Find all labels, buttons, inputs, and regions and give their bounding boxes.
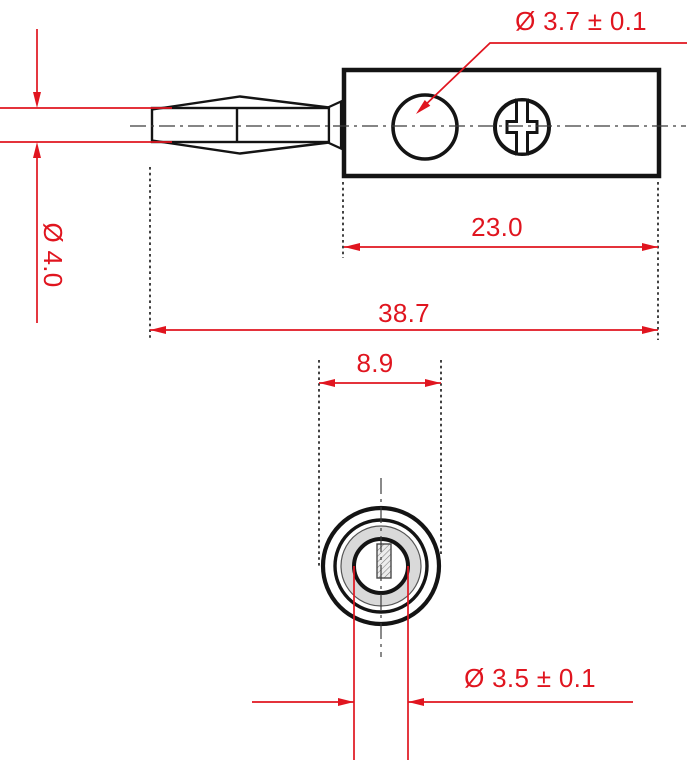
extension-lines xyxy=(149,167,659,567)
dimension-lines xyxy=(0,29,687,760)
label-pin-diameter: Ø 4.0 xyxy=(38,222,68,287)
pin-collar xyxy=(327,99,343,151)
dim-hole-leader xyxy=(418,42,687,112)
thread-hatch xyxy=(376,543,392,579)
dim-pin-diameter xyxy=(0,29,172,323)
centerlines xyxy=(130,125,686,657)
label-overall-length: 38.7 xyxy=(378,298,430,328)
dimension-arrowheads xyxy=(33,92,658,706)
dim-bore-diameter xyxy=(252,566,633,760)
dimension-labels: Ø 3.7 ± 0.1 Ø 4.0 23.0 38.7 8.9 Ø 3.5 ± … xyxy=(38,6,647,693)
screw-cross-recess-icon xyxy=(505,98,539,156)
transverse-hole xyxy=(391,93,459,161)
pin-spring-bottom xyxy=(151,139,330,155)
label-hole-diameter: Ø 3.7 ± 0.1 xyxy=(515,6,647,36)
side-view xyxy=(150,67,662,179)
label-flange-width: 8.9 xyxy=(356,348,393,378)
label-body-length: 23.0 xyxy=(471,212,523,242)
label-bore-diameter: Ø 3.5 ± 0.1 xyxy=(464,663,596,693)
pin-spring-top xyxy=(151,95,330,111)
contact-pin-cylinder xyxy=(150,106,331,144)
